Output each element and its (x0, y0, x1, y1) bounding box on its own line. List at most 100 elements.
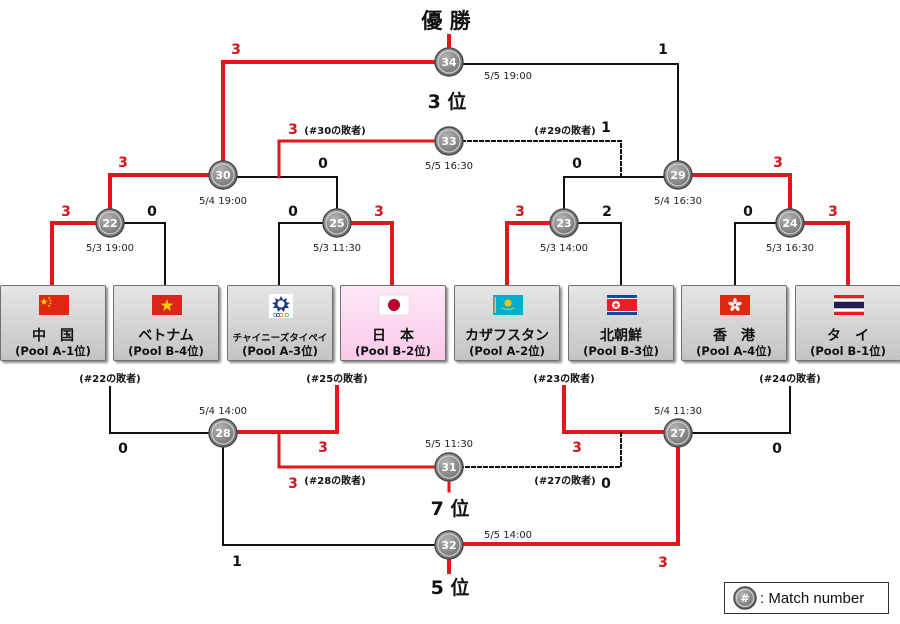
line-22-to-30 (108, 173, 225, 225)
svg-text:29: 29 (670, 169, 685, 182)
score-28-left: 0 (118, 441, 128, 457)
line-24-loser-to-27 (677, 386, 791, 434)
thailand-flag-icon (834, 295, 864, 315)
legend-badge-icon: # : Match number (733, 586, 864, 610)
loser-label-25: (#25の敗者) (306, 372, 367, 385)
team-name: 北朝鮮 (600, 328, 642, 344)
match-badge-31: 31 (434, 452, 464, 482)
score-25-right: 3 (374, 204, 384, 220)
team-box-thailand: タ イ (Pool B-1位) (795, 285, 900, 361)
date-24: 5/3 16:30 (766, 243, 814, 254)
line-23-loser-to-27 (562, 385, 680, 434)
score-32-right: 3 (658, 555, 668, 571)
score-27-right: 0 (772, 441, 782, 457)
title-fifth-place: 5 位 (431, 576, 470, 599)
score-29-right: 3 (773, 155, 783, 171)
line-japan-to-25 (335, 221, 394, 289)
team-box-china: 中 国 (Pool A-1位) (0, 285, 106, 361)
score-22-right: 0 (147, 204, 157, 220)
line-27-loser-to-31 (448, 432, 622, 468)
date-29: 5/4 16:30 (654, 196, 702, 207)
vietnam-flag-icon (152, 295, 182, 315)
match-badge-30: 30 (208, 160, 238, 190)
svg-text:24: 24 (782, 217, 798, 230)
hong-kong-flag-icon (720, 295, 750, 315)
line-hongkong-to-24 (734, 222, 791, 288)
team-pool: (Pool A-4位) (696, 344, 772, 358)
score-29-left: 0 (572, 156, 582, 172)
score-24-left: 0 (743, 204, 753, 220)
score-34-left: 3 (231, 42, 241, 58)
loser-label-24: (#24の敗者) (759, 372, 820, 385)
score-25-left: 0 (288, 204, 298, 220)
legend-symbol: # (740, 592, 749, 605)
china-flag-icon (39, 295, 69, 315)
score-34-right: 1 (658, 42, 668, 58)
team-name: カザフスタン (465, 328, 549, 344)
team-box-chinese-taipei: チャイニーズタイペイ (Pool A-3位) (227, 285, 333, 361)
loser-label-27: (#27の敗者) (534, 474, 595, 487)
score-23-right: 2 (602, 204, 612, 220)
match-badge-32: 32 (434, 530, 464, 560)
date-32: 5/5 14:00 (484, 530, 532, 541)
svg-text:30: 30 (215, 169, 231, 182)
loser-label-29: (#29の敗者) (534, 124, 595, 137)
date-34: 5/5 19:00 (484, 71, 532, 82)
line-25-to-30 (222, 176, 338, 224)
line-28-to-32 (222, 431, 450, 546)
svg-text:22: 22 (102, 217, 117, 230)
score-27-left: 3 (572, 440, 582, 456)
svg-text:28: 28 (215, 427, 230, 440)
score-33-right: 1 (601, 120, 611, 136)
match-badge-22: 22 (95, 208, 125, 238)
svg-text:31: 31 (441, 461, 456, 474)
match-badge-28: 28 (208, 418, 238, 448)
line-29-to-34 (448, 63, 679, 176)
match-badge-24: 24 (775, 208, 805, 238)
chinese-taipei-flag-icon (269, 294, 293, 318)
svg-text:33: 33 (441, 135, 456, 148)
line-taipei-to-25 (278, 222, 338, 288)
team-pool: (Pool B-2位) (355, 344, 431, 358)
date-30: 5/4 19:00 (199, 196, 247, 207)
kazakhstan-flag-icon (493, 295, 523, 315)
score-23-left: 3 (515, 204, 525, 220)
svg-text:32: 32 (441, 539, 456, 552)
team-name: 日 本 (372, 328, 414, 344)
team-name: 香 港 (713, 328, 755, 344)
loser-label-22: (#22の敗者) (79, 372, 140, 385)
legend-text: : Match number (760, 590, 864, 607)
score-22-left: 3 (61, 204, 71, 220)
line-china-to-22 (50, 221, 112, 289)
title-champion: 優 勝 (420, 9, 471, 33)
match-badge-34: 34 (434, 47, 464, 77)
team-name: ベトナム (138, 328, 194, 344)
japan-flag-icon (378, 294, 410, 316)
title-third-place: 3 位 (428, 90, 467, 113)
team-name: チャイニーズタイペイ (232, 333, 328, 344)
line-30-loser-to-33 (277, 139, 451, 179)
score-24-right: 3 (828, 204, 838, 220)
team-pool: (Pool A-1位) (15, 344, 91, 358)
line-30-to-34 (221, 60, 451, 177)
loser-label-30: (#30の敗者) (304, 124, 365, 137)
team-box-japan: 日 本 (Pool B-2位) (340, 285, 446, 361)
date-23: 5/3 14:00 (540, 243, 588, 254)
team-pool: (Pool A-2位) (469, 344, 545, 358)
svg-text:25: 25 (329, 217, 344, 230)
loser-label-28: (#28の敗者) (304, 474, 365, 487)
team-box-vietnam: ベトナム (Pool B-4位) (113, 285, 219, 361)
date-31: 5/5 11:30 (425, 439, 473, 450)
title-seventh-place: 7 位 (431, 497, 470, 520)
match-badge-27: 27 (663, 418, 693, 448)
team-box-hong-kong: 香 港 (Pool A-4位) (681, 285, 787, 361)
loser-label-23: (#23の敗者) (533, 372, 594, 385)
score-30-left: 3 (118, 155, 128, 171)
team-pool: (Pool B-3位) (583, 344, 659, 358)
line-22-loser-to-28 (109, 386, 224, 434)
score-32-left: 1 (232, 554, 242, 570)
line-thailand-to-24 (788, 221, 850, 289)
line-28-loser-to-31 (277, 430, 451, 469)
team-pool: (Pool A-3位) (242, 344, 318, 358)
